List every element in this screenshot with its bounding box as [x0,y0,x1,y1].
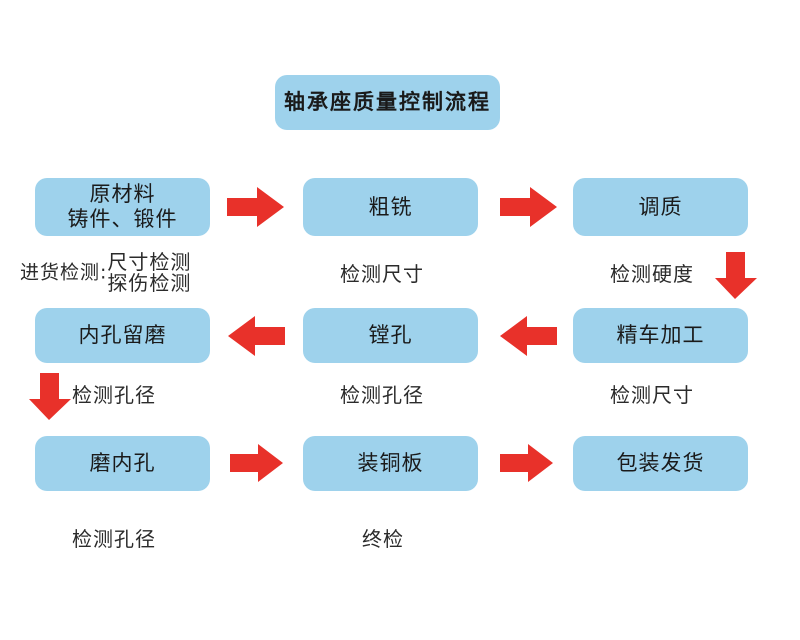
caption-check-hardness: 检测硬度 [610,262,694,286]
caption-check-bore-2: 检测孔径 [340,383,424,407]
node-process-title: 轴承座质量控制流程 [275,75,500,130]
node-finish-turning[interactable]: 精车加工 [573,308,748,363]
caption-incoming-inspection: 进货检测:尺寸检测探伤检测 [20,252,191,294]
caption-incoming-inspection-lead: 进货检测: [20,261,108,284]
node-boring[interactable]: 镗孔 [303,308,478,363]
caption-incoming-inspection-line1: 尺寸检测 [107,250,192,274]
arrow-right-icon-rough-to-quench [500,186,558,228]
arrow-down-icon-reserve-grinding-to-grind [28,373,72,421]
arrow-right-icon-grind-to-copper-plate [230,443,284,483]
caption-check-bore-1: 检测孔径 [72,383,156,407]
node-label-raw-material-line2: 铸件、锻件 [67,207,178,231]
node-packing-shipping[interactable]: 包装发货 [573,436,748,491]
node-grind-inner-hole[interactable]: 磨内孔 [35,436,210,491]
node-raw-material[interactable]: 原材料 铸件、锻件 [35,178,210,236]
node-install-copper-plate[interactable]: 装铜板 [303,436,478,491]
arrow-left-icon-finish-turning-to-boring [500,315,558,357]
node-quenching-tempering[interactable]: 调质 [573,178,748,236]
node-label-finish-turning: 精车加工 [616,323,705,348]
node-label-title: 轴承座质量控制流程 [284,90,491,115]
node-label-install-copper-plate: 装铜板 [357,451,424,476]
arrow-left-icon-boring-to-reserve-grinding [228,315,286,357]
arrow-right-icon-copper-plate-to-packing [500,443,554,483]
node-inner-hole-reserve-grinding[interactable]: 内孔留磨 [35,308,210,363]
node-rough-milling[interactable]: 粗铣 [303,178,478,236]
arrow-down-icon-quench-to-finish-turning [714,252,758,300]
caption-check-dimension-2: 检测尺寸 [610,383,694,407]
caption-incoming-inspection-line2: 探伤检测 [107,271,192,295]
node-label-raw-material-line1: 原材料 [89,181,156,206]
caption-check-bore-3: 检测孔径 [72,527,156,551]
node-label-grind-inner-hole: 磨内孔 [89,451,156,476]
node-label-inner-hole-reserve-grinding: 内孔留磨 [78,323,167,348]
node-label-packing-shipping: 包装发货 [616,451,705,476]
caption-final-inspection: 终检 [362,527,404,551]
caption-check-dimension-1: 检测尺寸 [340,262,424,286]
node-label-rough-milling: 粗铣 [368,194,413,219]
node-label-quenching-tempering: 调质 [638,194,683,219]
arrow-right-icon-raw-to-rough [227,186,285,228]
node-label-boring: 镗孔 [368,323,413,348]
